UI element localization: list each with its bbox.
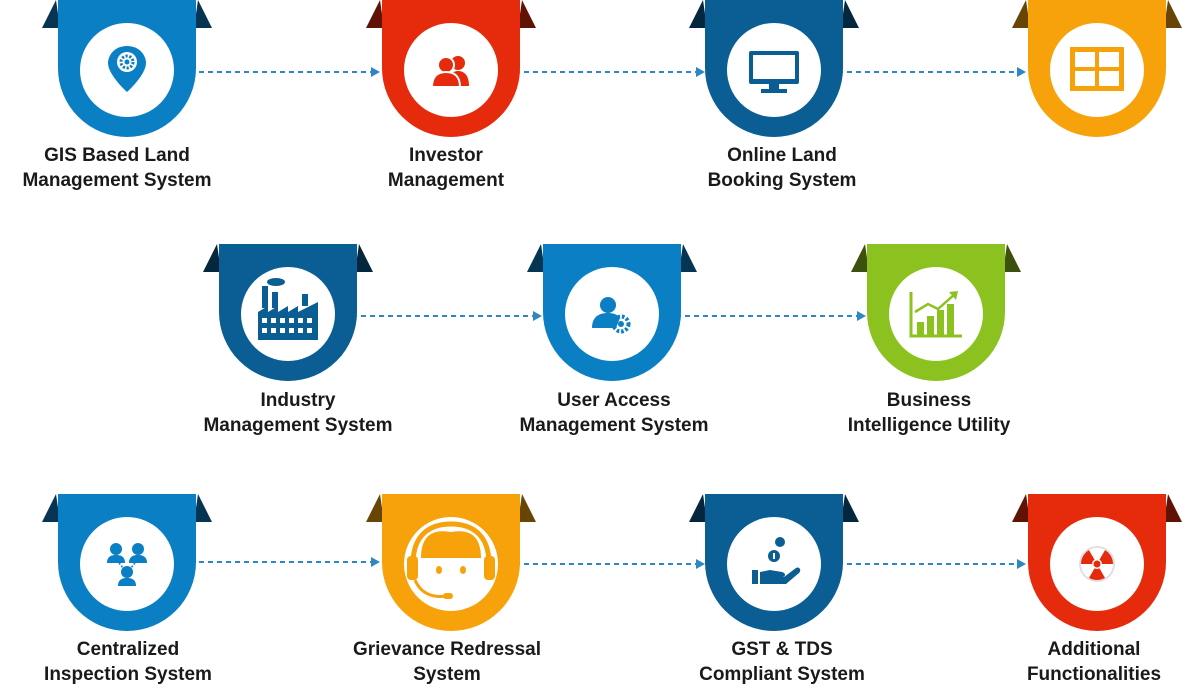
module-additional (1012, 494, 1182, 634)
module-label-additional: Additional Functionalities (954, 637, 1195, 687)
user-gear-icon (592, 297, 631, 334)
banner-shape (42, 494, 212, 631)
banner-shape (851, 244, 1021, 381)
module-label-line: Booking System (707, 170, 857, 191)
module-label-line: Intelligence Utility (847, 415, 1011, 436)
bar-chart-icon (909, 291, 962, 338)
dashed-arrow (676, 311, 866, 321)
factory-icon (258, 278, 318, 340)
module-label-bi: Business Intelligence Utility (789, 388, 1069, 438)
module-booking (689, 0, 859, 140)
module-bi (851, 244, 1021, 384)
module-label-line: Inspection System (44, 664, 212, 685)
headset-agent-icon (407, 521, 495, 599)
dashed-arrow (352, 311, 542, 321)
module-label-line: System (413, 664, 481, 685)
module-label-line: User Access (557, 390, 671, 411)
module-label-investor: Investor Management (306, 143, 586, 193)
module-label-line: Investor (409, 145, 483, 166)
banner-shape (689, 0, 859, 137)
module-label-line: Management System (519, 415, 709, 436)
module-label-inspection: Centralized Inspection System (0, 637, 268, 687)
module-label-line: Business (886, 390, 972, 411)
banner-shape (203, 244, 373, 381)
module-label-line: Additional (1047, 639, 1141, 660)
dashed-arrow (838, 67, 1026, 77)
module-industry (203, 244, 373, 384)
hand-coins-icon (752, 537, 801, 584)
connector-gis-to-investor (190, 67, 380, 77)
dashed-arrow (515, 67, 705, 77)
window-grid-icon (1070, 47, 1124, 91)
module-label-line: Online Land (727, 145, 837, 166)
dashed-arrow (190, 557, 380, 567)
map-pin-gear-icon (108, 46, 146, 92)
dashed-arrow (838, 559, 1026, 569)
module-label-line: Centralized (76, 639, 180, 660)
connector-industry-to-user-access (352, 311, 542, 321)
banner-shape (366, 0, 536, 137)
connector-gst-to-additional (838, 559, 1026, 569)
module-inspection (42, 494, 212, 634)
module-label-line: GIS Based Land (44, 145, 190, 166)
module-label-line: Grievance Redressal (352, 639, 541, 660)
banner-shape (42, 0, 212, 137)
module-label-industry: Industry Management System (158, 388, 438, 438)
module-label-gst: GST & TDS Compliant System (642, 637, 922, 687)
connector-investor-to-booking (515, 67, 705, 77)
users-icon (430, 56, 469, 88)
radiation-icon (1079, 546, 1115, 582)
module-label-line: Compliant System (699, 664, 865, 685)
module-label-grievance: Grievance Redressal System (307, 637, 587, 687)
module-label-user-access: User Access Management System (474, 388, 754, 438)
banner-shape (366, 494, 536, 631)
module-label-line: Management System (203, 415, 393, 436)
module-gis (42, 0, 212, 140)
module-grievance (366, 494, 536, 634)
module-label-line: Industry (260, 390, 336, 411)
monitor-icon (749, 51, 799, 93)
module-investor (366, 0, 536, 140)
module-gst (689, 494, 859, 634)
module-label-booking: Online Land Booking System (642, 143, 922, 193)
dashed-arrow (190, 67, 380, 77)
connector-user-access-to-bi (676, 311, 866, 321)
module-window (1012, 0, 1182, 140)
connector-grievance-to-gst (515, 559, 705, 569)
connector-inspection-to-grievance (190, 557, 380, 567)
module-label-line: GST & TDS (731, 639, 833, 660)
banner-shape (1012, 494, 1182, 631)
module-label-line: Functionalities (1026, 664, 1162, 685)
inspectors-icon (107, 543, 147, 586)
module-label-line: Management (387, 170, 505, 191)
banner-shape (527, 244, 697, 381)
module-user-access (527, 244, 697, 384)
module-label-gis: GIS Based Land Management System (0, 143, 257, 193)
connector-booking-to-window (838, 67, 1026, 77)
dashed-arrow (515, 559, 705, 569)
module-label-line: Management System (22, 170, 212, 191)
banner-shape (1012, 0, 1182, 137)
banner-shape (689, 494, 859, 631)
